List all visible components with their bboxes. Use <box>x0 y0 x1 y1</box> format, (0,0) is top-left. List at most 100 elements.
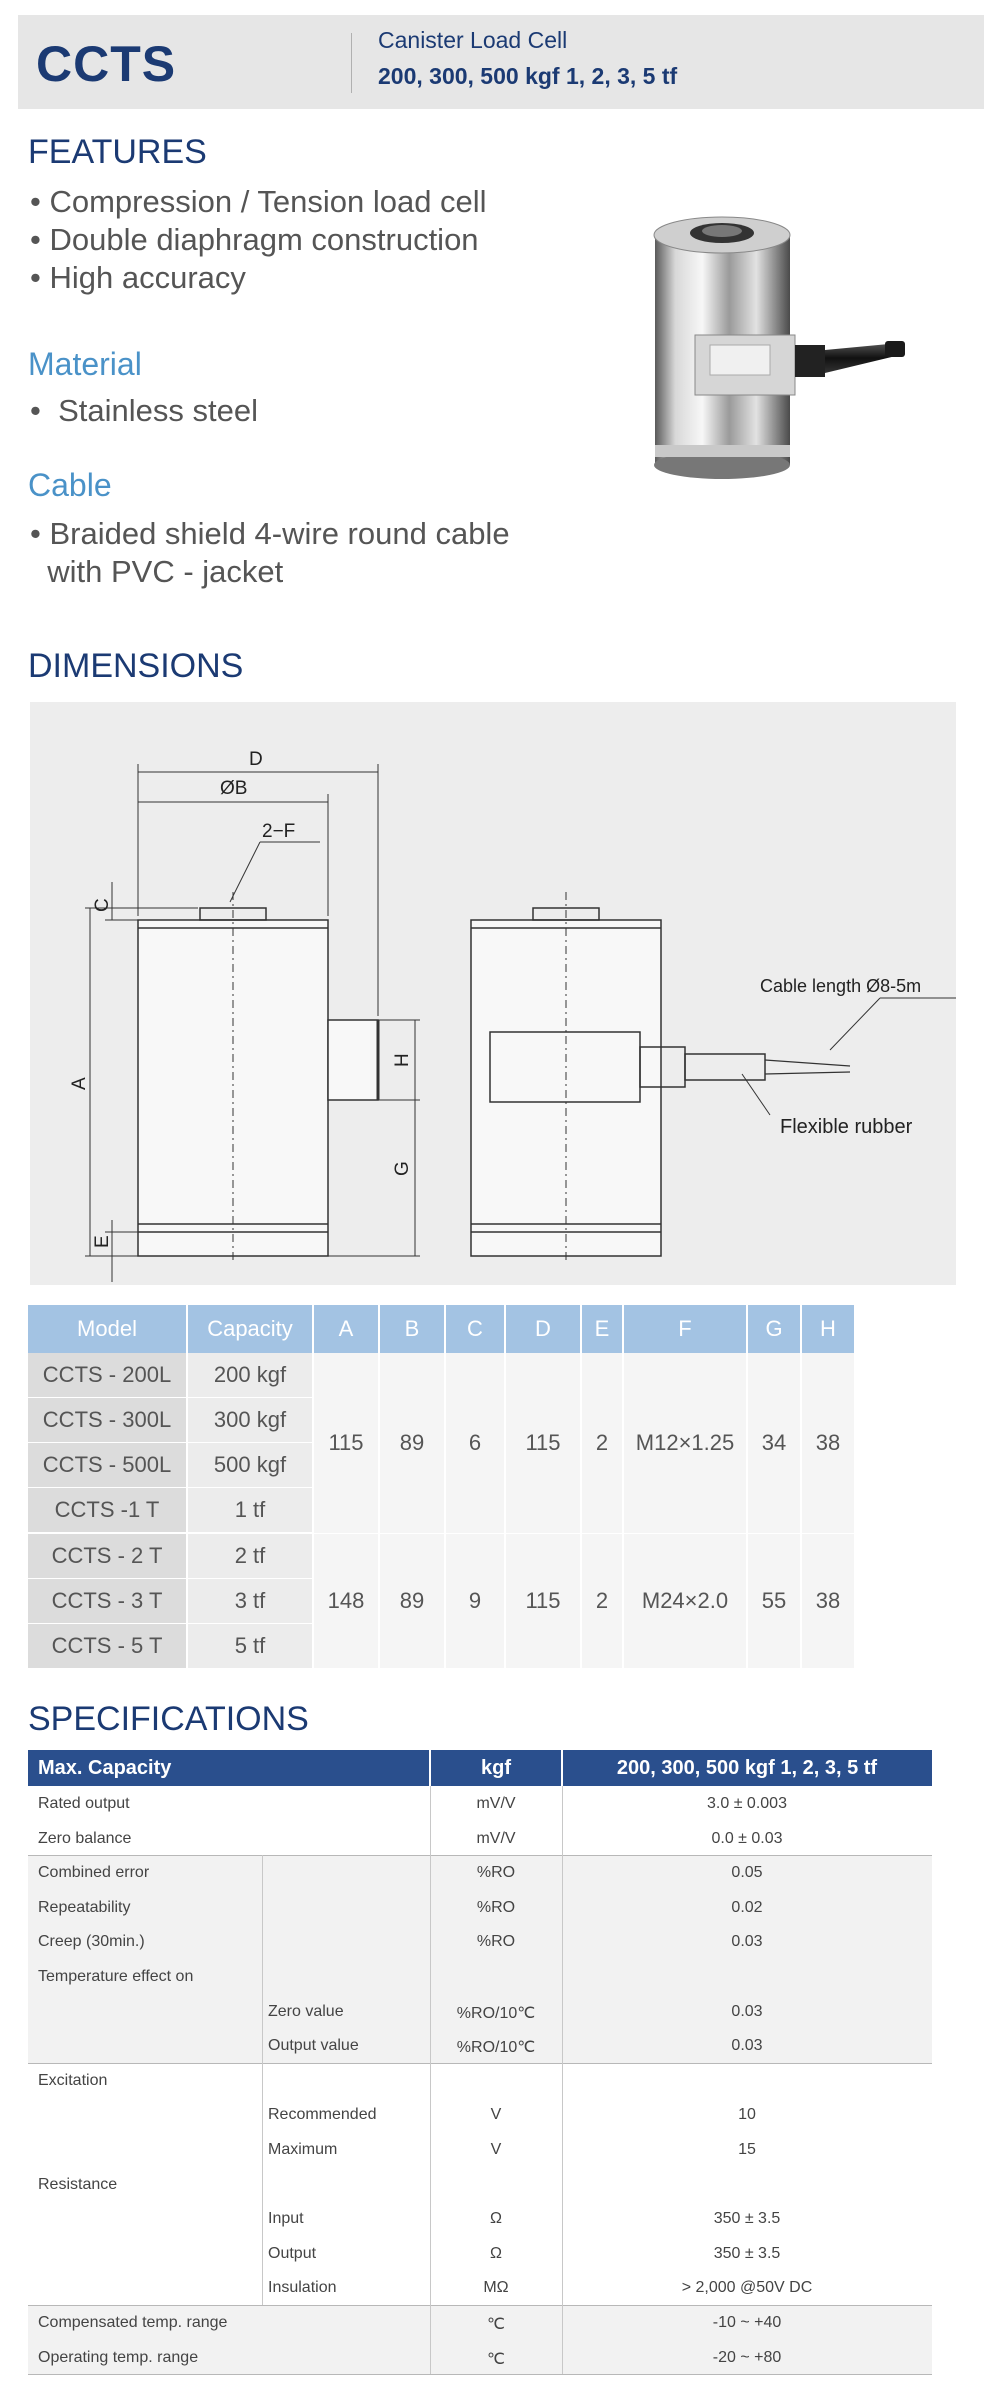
value-e: 2 <box>581 1533 624 1669</box>
material-item: • Stainless steel <box>30 393 258 428</box>
spec-unit: %RO <box>476 1898 516 1916</box>
spec-unit: V <box>490 2106 502 2124</box>
model-cell: CCTS - 5 T <box>28 1623 188 1669</box>
spec-group-bg <box>28 2305 932 2375</box>
spec-value: 3.0 ± 0.003 <box>707 1795 787 1812</box>
spec-divider <box>28 2305 932 2306</box>
spec-sublabel: Input <box>268 2210 304 2228</box>
spec-row: Output value %RO/10℃ 0.03 <box>28 2028 932 2063</box>
spec-value: 350 ± 3.5 <box>713 2210 781 2228</box>
material-list: • Stainless steel <box>30 392 258 430</box>
spec-value: > 2,000 @50V DC <box>681 2279 813 2297</box>
col-d: D <box>505 1305 582 1353</box>
spec-value: 0.03 <box>731 1933 763 1951</box>
spec-row: Resistance <box>28 2167 932 2202</box>
spec-header-row: Max. Capacity kgf 200, 300, 500 kgf 1, 2… <box>28 1750 932 1786</box>
cable-length-label: Cable length Ø8-5m <box>760 976 921 996</box>
spec-row: Compensated temp. range℃-10 ~ +40 <box>28 2305 932 2340</box>
spec-sublabel: Maximum <box>268 2140 338 2158</box>
value-g: 55 <box>747 1533 802 1669</box>
feature-item: • Compression / Tension load cell <box>30 184 487 219</box>
capacity-cell: 3 tf <box>187 1578 314 1624</box>
dim-label-g: G <box>392 1161 413 1176</box>
capacity-cell: 5 tf <box>187 1623 314 1669</box>
spec-value: 0.0 ± 0.03 <box>711 1829 783 1847</box>
dimensions-table: Model Capacity A B C D E F G H CCTS - 20… <box>28 1305 856 1669</box>
material-heading: Material <box>28 346 142 382</box>
table-row: CCTS - 2 T 2 tf 148 89 9 115 2 M24×2.0 5… <box>28 1533 856 1669</box>
dimensions-heading: DIMENSIONS <box>28 647 244 685</box>
value-a: 148 <box>313 1533 380 1669</box>
value-b: 89 <box>379 1533 446 1669</box>
spec-row: Input Ω 350 ± 3.5 <box>28 2201 932 2236</box>
capacity-range: 200, 300, 500 kgf 1, 2, 3, 5 tf <box>378 63 678 89</box>
product-subtitle: Canister Load Cell <box>378 27 568 53</box>
spec-header-value: 200, 300, 500 kgf 1, 2, 3, 5 tf <box>616 1757 878 1779</box>
specifications-heading: SPECIFICATIONS <box>28 1700 309 1738</box>
col-b: B <box>379 1305 446 1353</box>
spec-unit: mV/V <box>476 1795 516 1812</box>
spec-label: Creep (30min.) <box>38 1933 145 1951</box>
spec-label: Compensated temp. range <box>38 2313 228 2331</box>
spec-header-unit: kgf <box>481 1757 511 1779</box>
value-b: 89 <box>379 1353 446 1534</box>
value-h: 38 <box>801 1353 856 1534</box>
model-cell: CCTS - 3 T <box>28 1578 188 1624</box>
col-capacity: Capacity <box>187 1305 314 1353</box>
col-c: C <box>445 1305 506 1353</box>
spec-unit: %RO/10℃ <box>456 2039 536 2057</box>
spec-sublabel: Recommended <box>268 2106 377 2124</box>
spec-column-line <box>262 1855 263 2305</box>
dim-label-e: E <box>92 1235 113 1248</box>
capacity-cell: 1 tf <box>187 1487 314 1534</box>
value-h: 38 <box>801 1533 856 1669</box>
model-title: CCTS <box>36 36 177 92</box>
table-row: CCTS - 200L 200 kgf 115 89 6 115 2 M12×1… <box>28 1353 856 1534</box>
spec-label: Temperature effect on <box>38 1967 194 1985</box>
capacity-cell: 500 kgf <box>187 1442 314 1488</box>
table-header-row: Model Capacity A B C D E F G H <box>28 1305 856 1353</box>
col-model: Model <box>28 1305 188 1353</box>
spec-value: 0.03 <box>731 2002 763 2020</box>
col-f: F <box>623 1305 748 1353</box>
spec-unit: mV/V <box>476 1829 516 1847</box>
col-a: A <box>313 1305 380 1353</box>
spec-label: Operating temp. range <box>38 2348 199 2366</box>
value-c: 6 <box>445 1353 506 1534</box>
model-cell: CCTS - 2 T <box>28 1533 188 1579</box>
feature-item: • Double diaphragm construction <box>30 222 479 257</box>
cable-list: • Braided shield 4-wire round cable with… <box>30 515 510 591</box>
features-list: • Compression / Tension load cell • Doub… <box>30 183 487 297</box>
spec-sublabel: Output value <box>268 2037 359 2055</box>
dim-label-c: C <box>92 898 113 912</box>
feature-item: • High accuracy <box>30 260 246 295</box>
spec-value: -20 ~ +80 <box>712 2348 782 2366</box>
spec-unit: %RO <box>476 1864 516 1882</box>
spec-label: Repeatability <box>38 1898 131 1916</box>
spec-label: Excitation <box>38 2071 108 2089</box>
spec-unit: MΩ <box>483 2279 509 2297</box>
col-h: H <box>801 1305 856 1353</box>
spec-value: 0.05 <box>731 1864 763 1882</box>
spec-unit: Ω <box>490 2210 502 2228</box>
spec-sublabel: Zero value <box>268 2002 344 2020</box>
dim-label-d: D <box>249 749 263 770</box>
dim-label-h: H <box>392 1053 413 1067</box>
spec-value: 0.03 <box>731 2037 763 2055</box>
spec-divider <box>28 2374 932 2376</box>
cable-item-continued: with PVC - jacket <box>47 554 284 589</box>
cable-item: • Braided shield 4-wire round cable <box>30 516 510 551</box>
spec-header-label: Max. Capacity <box>38 1757 172 1779</box>
model-cell: CCTS - 200L <box>28 1353 188 1398</box>
capacity-cell: 300 kgf <box>187 1397 314 1443</box>
col-e: E <box>581 1305 624 1353</box>
value-f: M12×1.25 <box>623 1353 748 1534</box>
